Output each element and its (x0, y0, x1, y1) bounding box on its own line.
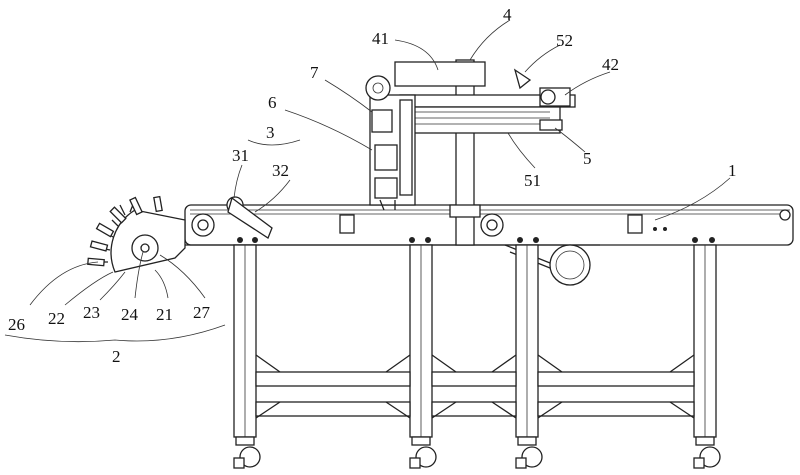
label-31: 31 (232, 146, 249, 165)
label-6: 6 (268, 93, 277, 112)
label-24: 24 (121, 305, 139, 324)
caster-wheels (233, 436, 721, 469)
label-1: 1 (728, 161, 737, 180)
label-4: 4 (503, 5, 512, 24)
label-52: 52 (556, 31, 573, 50)
label-26: 26 (8, 315, 25, 334)
label-3: 3 (266, 123, 275, 142)
label-21: 21 (156, 305, 173, 324)
support-frame (233, 244, 717, 438)
conveyor-belt (184, 204, 794, 246)
label-42: 42 (602, 55, 619, 74)
label-51: 51 (524, 171, 541, 190)
label-2: 2 (112, 347, 121, 366)
feeding-wheel-assembly (87, 195, 186, 273)
label-27: 27 (193, 303, 211, 322)
gantry-assembly (365, 59, 576, 246)
label-22: 22 (48, 309, 65, 328)
label-7: 7 (310, 63, 319, 82)
label-41: 41 (372, 29, 389, 48)
label-23: 23 (83, 303, 100, 322)
label-32: 32 (272, 161, 289, 180)
label-5: 5 (583, 149, 592, 168)
leader-lines (4, 19, 731, 343)
swing-arm (226, 196, 273, 239)
